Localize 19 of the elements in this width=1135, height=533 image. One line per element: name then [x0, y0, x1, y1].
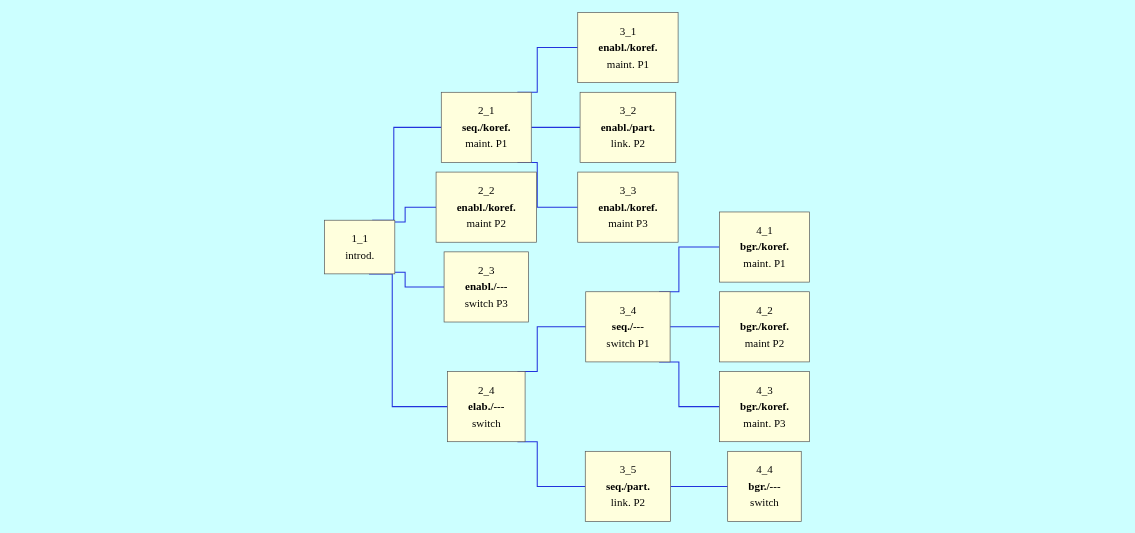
node-box: 1_1 introd.	[324, 219, 396, 274]
connector	[394, 271, 446, 287]
node-box: 3_3 enabl./koref. maint P3	[577, 171, 679, 243]
node-box: 4_2 bgr./koref. maint P2	[719, 290, 811, 362]
node-box: 3_1 enabl./koref. maint. P1	[577, 11, 679, 83]
node-box: 4_3 bgr./koref. maint. P3	[719, 370, 811, 442]
connector	[531, 126, 582, 128]
node-box: 4_1 bgr./koref. maint. P1	[719, 211, 811, 282]
node-box: 2_4 elab./--- switch	[447, 370, 526, 442]
node-box: 3_5 seq./part. link. P2	[585, 450, 672, 522]
connector	[670, 485, 729, 487]
node-box: 2_2 enabl./koref. maint P2	[436, 171, 538, 243]
node-box: 2_3 enabl./--- switch P3	[444, 251, 530, 322]
node-box: 3_4 seq./--- switch P1	[585, 290, 671, 362]
node-box: 2_1 seq./koref. maint. P1	[441, 91, 533, 163]
connector	[394, 206, 438, 222]
node-box: 4_4 bgr./--- switch	[727, 450, 803, 522]
node-box: 3_2 enabl./part. link. P2	[580, 91, 677, 163]
connector	[670, 325, 721, 327]
